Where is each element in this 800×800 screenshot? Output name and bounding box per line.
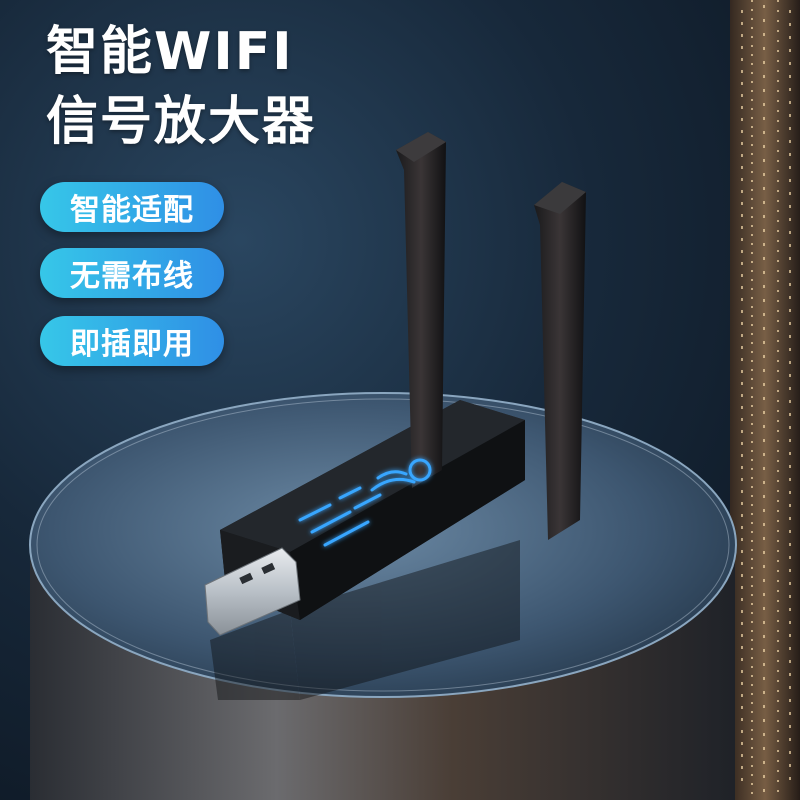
- device-reflection: [210, 540, 520, 700]
- headline-line-2: 信号放大器: [46, 92, 317, 152]
- feature-badge-smart-adapt: 智能适配: [40, 182, 224, 232]
- headline-line-1: 智能WIFI: [46, 22, 294, 82]
- feature-badge-plug-and-play: 即插即用: [40, 316, 224, 366]
- usb-connector: [204, 547, 301, 636]
- feature-badge-no-wiring: 无需布线: [40, 248, 224, 298]
- pedestal-highlight: [36, 398, 730, 692]
- antenna-left: [396, 132, 446, 488]
- antenna-right: [534, 182, 586, 540]
- signal-glow-icon: [298, 458, 432, 547]
- wall-lights: [741, 0, 791, 800]
